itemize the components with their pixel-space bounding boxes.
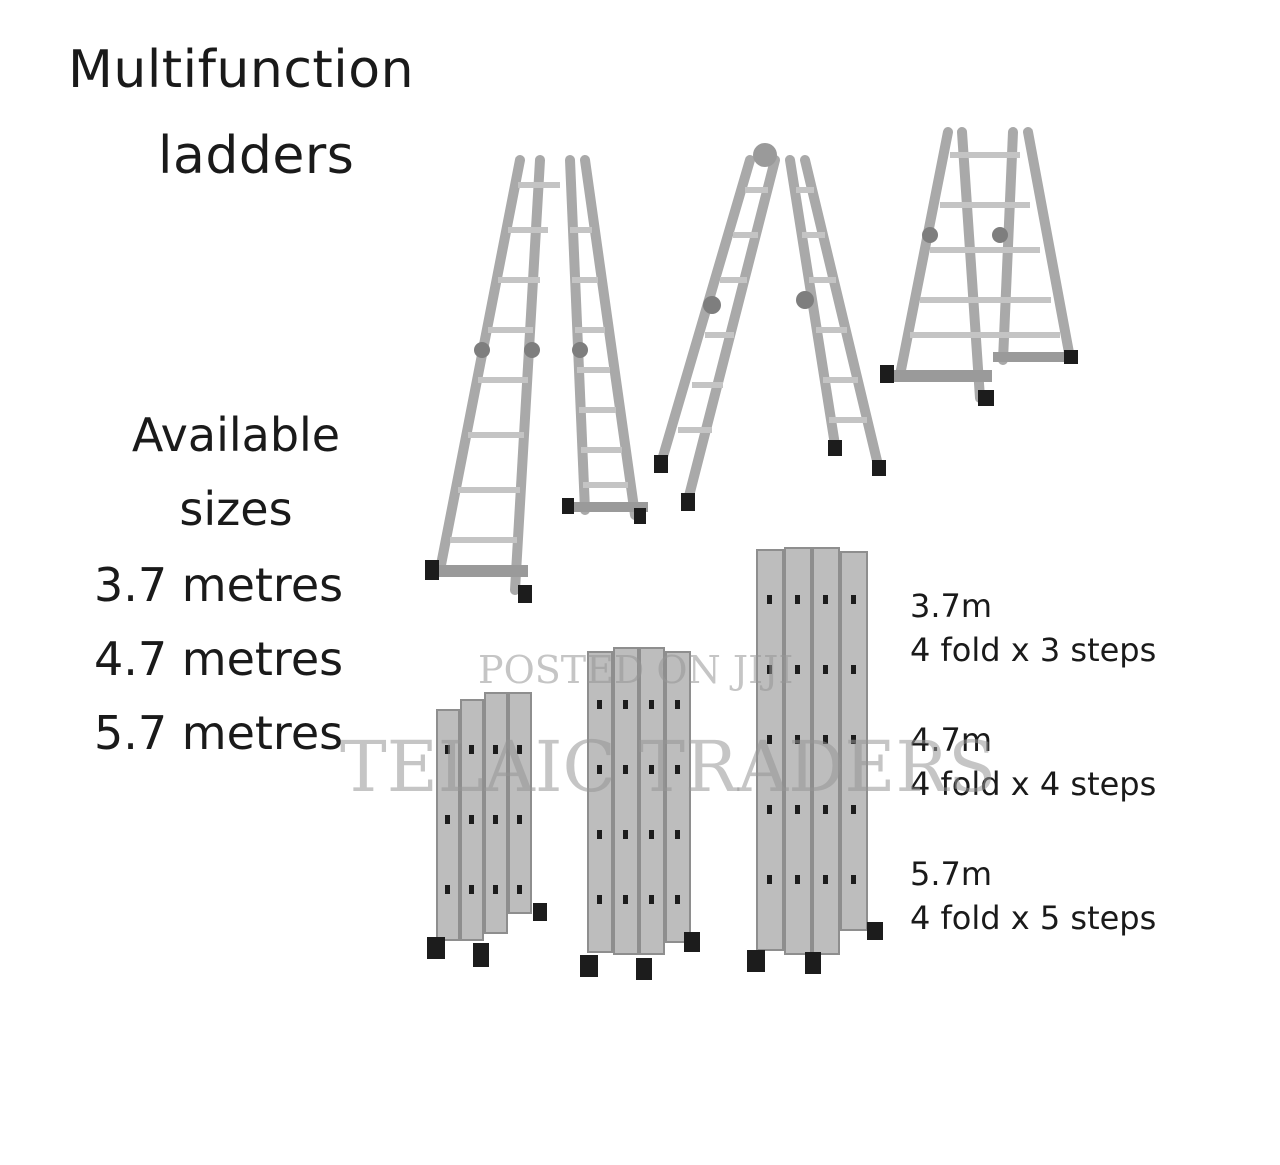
- ladder-folded-4-7: [580, 647, 700, 980]
- ladder-open-short-a-frame: [880, 127, 1078, 406]
- size-4-7: 4.7 metres: [94, 632, 344, 686]
- spec-3-7: 3.7m 4 fold x 3 steps: [910, 584, 1156, 672]
- available-heading-line-2: sizes: [179, 482, 293, 536]
- spec-5-7: 5.7m 4 fold x 5 steps: [910, 852, 1156, 940]
- ladder-open-a-frame-large: [425, 155, 648, 603]
- size-3-7: 3.7 metres: [94, 558, 344, 612]
- ladder-folded-3-7: [427, 692, 547, 967]
- ladder-folded-5-7: [747, 547, 883, 974]
- title-line-1: Multifunction: [68, 40, 415, 100]
- watermark-posted-on: POSTED ON JIJI: [478, 648, 794, 692]
- ladder-open-inverted-v: [654, 143, 886, 511]
- spec-config: 4 fold x 4 steps: [910, 765, 1157, 803]
- spec-config: 4 fold x 3 steps: [910, 631, 1157, 669]
- spec-length: 3.7m: [910, 587, 993, 625]
- title-line-2: ladders: [158, 126, 355, 186]
- spec-length: 4.7m: [910, 721, 993, 759]
- size-5-7: 5.7 metres: [94, 706, 344, 760]
- spec-config: 4 fold x 5 steps: [910, 899, 1157, 937]
- watermark-telaic-traders: TELAIC TRADERS: [340, 726, 997, 808]
- spec-length: 5.7m: [910, 855, 993, 893]
- spec-4-7: 4.7m 4 fold x 4 steps: [910, 718, 1156, 806]
- available-heading-line-1: Available: [131, 408, 341, 462]
